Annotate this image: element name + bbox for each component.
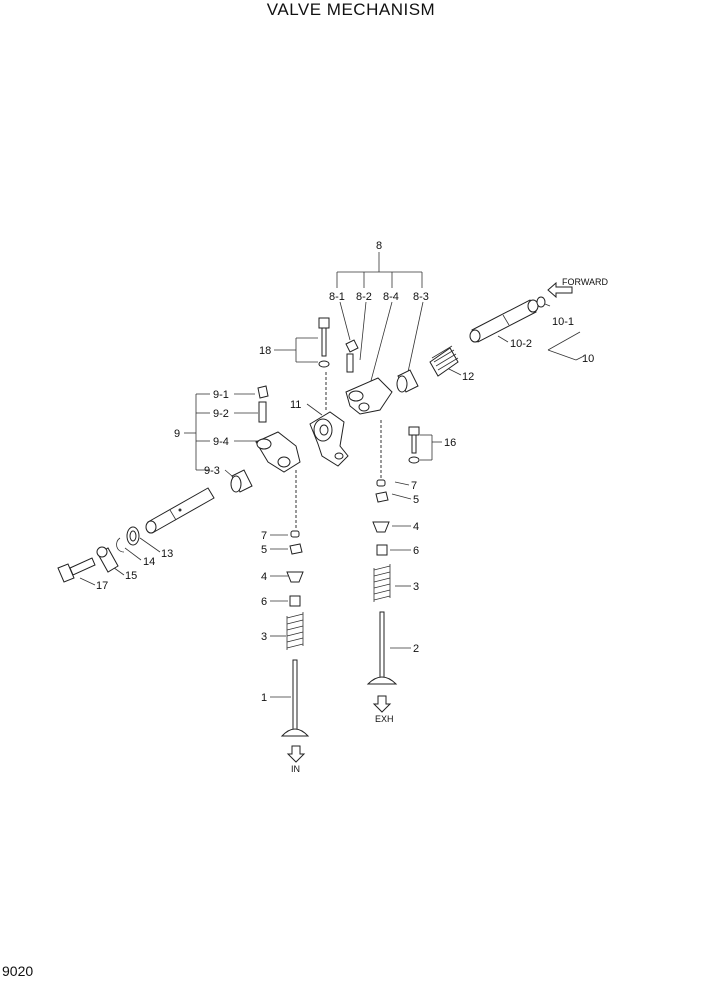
label-5-right: 5 [413, 494, 419, 506]
label-2: 2 [413, 643, 419, 655]
forward-arrow-icon [547, 281, 573, 299]
label-12: 12 [462, 371, 474, 383]
label-5-left: 5 [261, 544, 267, 556]
label-9: 9 [174, 428, 180, 440]
label-9-1: 9-1 [213, 389, 229, 401]
bushing-9-3 [230, 469, 253, 493]
label-10: 10 [582, 353, 594, 365]
intake-valve-train [280, 530, 310, 763]
plug-10-1 [536, 296, 546, 308]
label-8-2: 8-2 [356, 291, 372, 303]
label-18: 18 [259, 345, 271, 357]
label-8: 8 [376, 240, 382, 252]
alignment-lines [295, 372, 382, 528]
label-8-4: 8-4 [383, 291, 399, 303]
label-in: IN [291, 764, 300, 774]
rocker-arm-left [255, 431, 301, 473]
label-1: 1 [261, 692, 267, 704]
exhaust-valve-train [366, 479, 398, 713]
adjust-screw-right [345, 339, 359, 373]
label-6-left: 6 [261, 596, 267, 608]
adjust-screw-left [257, 385, 269, 423]
label-11: 11 [290, 399, 301, 411]
label-4-right: 4 [413, 521, 419, 533]
label-4-left: 4 [261, 571, 267, 583]
clip-14 [116, 537, 125, 553]
label-3-right: 3 [413, 581, 419, 593]
label-10-2: 10-2 [510, 338, 532, 350]
label-3-left: 3 [261, 631, 267, 643]
rocker-shaft-right [469, 296, 546, 343]
label-forward: FORWARD [562, 277, 608, 287]
spring-12 [429, 345, 459, 377]
page-title: VALVE MECHANISM [266, 0, 436, 19]
part-labels: 8 8-1 8-2 8-4 8-3 FORWARD 10-1 10-2 10 1… [96, 240, 608, 774]
leader-lines [79, 252, 585, 698]
rocker-bracket-11 [309, 411, 349, 467]
rocker-arm-right [345, 377, 393, 415]
bolt-16 [408, 426, 420, 464]
rocker-shaft-left [145, 487, 215, 534]
page-number: 9020 [2, 963, 34, 979]
label-9-4: 9-4 [213, 436, 229, 448]
label-16: 16 [444, 437, 456, 449]
label-8-1: 8-1 [329, 291, 345, 303]
label-9-2: 9-2 [213, 408, 229, 420]
label-13: 13 [161, 548, 173, 560]
bushing [396, 369, 419, 393]
bolt-18 [318, 317, 330, 368]
label-7-left: 7 [261, 530, 267, 542]
fitting-15 [96, 546, 119, 573]
label-9-3: 9-3 [204, 465, 220, 477]
bolt-17 [57, 557, 96, 583]
label-8-3: 8-3 [413, 291, 429, 303]
label-exh: EXH [375, 714, 394, 724]
label-6-right: 6 [413, 545, 419, 557]
label-10-1: 10-1 [552, 316, 574, 328]
label-14: 14 [143, 556, 155, 568]
label-7-right: 7 [411, 480, 417, 492]
label-15: 15 [125, 570, 137, 582]
label-17: 17 [96, 580, 108, 592]
washer-13 [126, 526, 140, 546]
